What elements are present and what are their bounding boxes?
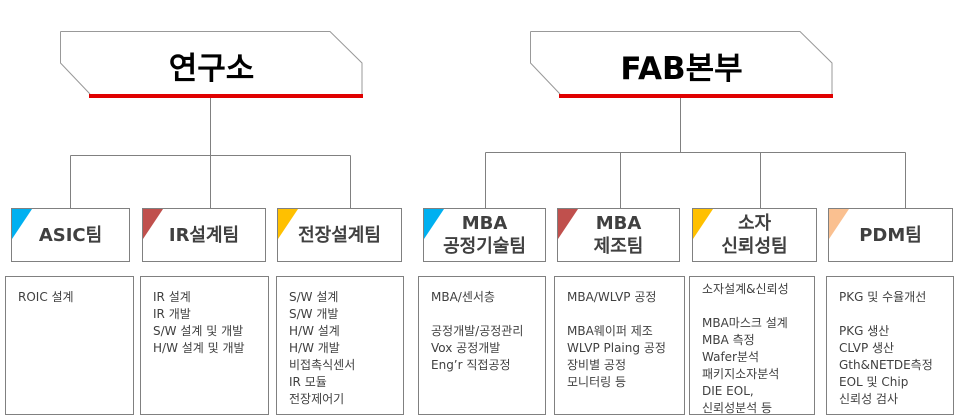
team-name: ASIC팀 [38, 224, 103, 246]
duty-item: CLVP 생산 [839, 341, 895, 355]
header-title: 연구소 [168, 51, 255, 87]
duty-item [431, 306, 545, 323]
duty-item: PKG 생산 [839, 324, 890, 338]
duty-item: PKG 및 수율개선 [839, 290, 927, 304]
corner-accent-icon [12, 209, 32, 239]
team-duties-box: PKG 및 수율개선 PKG 생산 CLVP 생산 Gth&NETDE측정 EOL 및 … [826, 276, 954, 415]
duty-item: 소자설계&신뢰성 [702, 282, 789, 296]
duty-item: IR 모듈 [289, 375, 327, 389]
team-box: MBA 공정기술팀 [423, 208, 546, 262]
duty-item: IR 설계 [153, 290, 191, 304]
duty-item [702, 298, 814, 315]
duty-item: ROIC 설계 [18, 290, 74, 304]
duty-item [567, 306, 684, 323]
duty-item [839, 306, 953, 323]
duty-item: 전장제어기 [289, 392, 345, 406]
duty-item: Wafer분석 [702, 350, 760, 364]
duty-item: S/W 설계 및 개발 [153, 324, 244, 338]
team-box: ASIC팀 [11, 208, 130, 262]
team-name: 소자 신뢰성팀 [721, 213, 788, 257]
duty-item: Gth&NETDE측정 [839, 358, 933, 372]
team-duties-box: ROIC 설계 [5, 276, 134, 415]
corner-accent-icon [424, 209, 444, 239]
duty-item: MBA/WLVP 공정 [567, 290, 657, 304]
duty-item: H/W 개발 [289, 341, 340, 355]
duty-item: MBA웨이퍼 제조 [567, 324, 653, 338]
duty-item: 신뢰성 검사 [839, 392, 899, 406]
team-name: MBA 제조팀 [593, 213, 644, 257]
duty-item: Vox 공정개발 [431, 341, 501, 355]
header-fab-division: FAB본부 [530, 31, 833, 98]
duty-item: 신뢰성분석 등 [702, 401, 773, 415]
duty-item: 장비별 공정 [567, 358, 627, 372]
duty-item: 모니터링 등 [567, 375, 627, 389]
team-box: 소자 신뢰성팀 [692, 208, 817, 262]
duty-item: MBA마스크 설계 [702, 316, 788, 330]
duty-item: 패키지소자분석 [702, 367, 780, 381]
duty-item: H/W 설계 [289, 324, 340, 338]
duty-item: IR 개발 [153, 307, 191, 321]
corner-accent-icon [558, 209, 578, 239]
duty-item: DIE EOL, [702, 384, 754, 398]
duty-item: WLVP Plaing 공정 [567, 341, 666, 355]
duty-item: EOL 및 Chip [839, 375, 909, 389]
corner-accent-icon [278, 209, 298, 239]
team-name: MBA 공정기술팀 [443, 213, 526, 257]
duty-item: 공정개발/공정관리 [431, 324, 524, 338]
duty-item: Eng’r 직접공정 [431, 358, 511, 372]
duty-item: MBA/센서층 [431, 290, 495, 304]
duty-item: H/W 설계 및 개발 [153, 341, 245, 355]
team-name: IR설계팀 [168, 224, 240, 246]
team-box: 전장설계팀 [277, 208, 402, 262]
team-box: MBA 제조팀 [557, 208, 680, 262]
header-title: FAB본부 [620, 51, 743, 87]
team-box: PDM팀 [828, 208, 953, 262]
duty-item: S/W 개발 [289, 307, 339, 321]
duty-item: MBA 측정 [702, 333, 755, 347]
team-duties-box: IR 설계 IR 개발 S/W 설계 및 개발 H/W 설계 및 개발 [140, 276, 269, 415]
corner-accent-icon [143, 209, 163, 239]
duty-item: S/W 설계 [289, 290, 339, 304]
corner-accent-icon [829, 209, 849, 239]
team-name: 전장설계팀 [298, 224, 381, 246]
team-box: IR설계팀 [142, 208, 266, 262]
duty-item: 비접촉식센서 [289, 358, 356, 372]
team-name: PDM팀 [859, 224, 922, 246]
corner-accent-icon [693, 209, 713, 239]
header-research-center: 연구소 [60, 31, 363, 98]
